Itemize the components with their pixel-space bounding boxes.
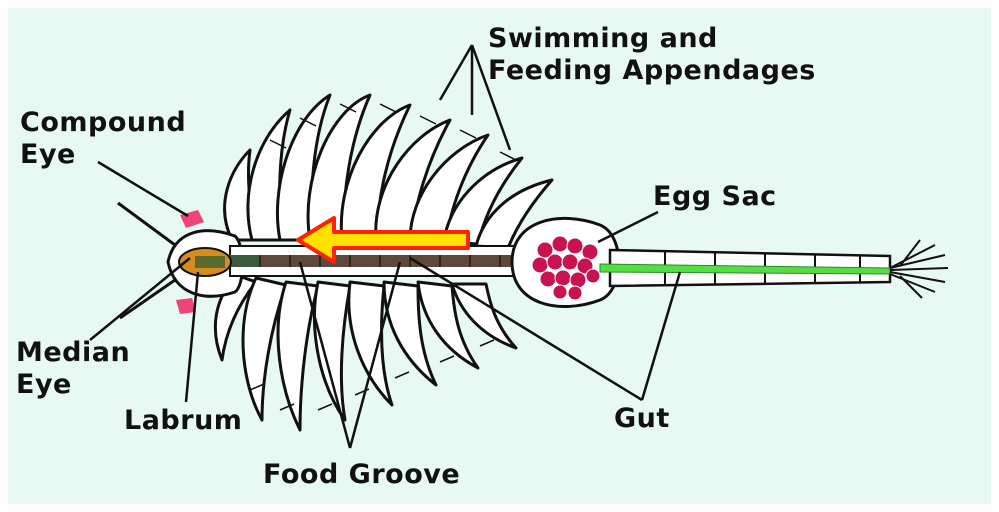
labrum-label: Labrum (124, 404, 242, 438)
egg-sac-label: Egg Sac (653, 180, 777, 214)
median-eye-label-line2: Eye (16, 368, 72, 402)
tail-furca (890, 240, 948, 298)
median-eye-label-line1: Median (16, 336, 130, 370)
upper-appendages (225, 95, 552, 248)
antenna (120, 280, 175, 318)
lower-appendages (215, 275, 516, 430)
compound-eye-label-line2: Eye (20, 138, 76, 172)
compound-eye-bottom (176, 298, 196, 314)
appendages-label-line1: Swimming and (488, 22, 718, 56)
antenna (118, 203, 175, 245)
compound-eye-label-line1: Compound (20, 106, 186, 140)
gut-label: Gut (614, 402, 670, 436)
appendages-label-line2: Feeding Appendages (488, 54, 816, 88)
food-groove-label: Food Groove (263, 458, 460, 492)
